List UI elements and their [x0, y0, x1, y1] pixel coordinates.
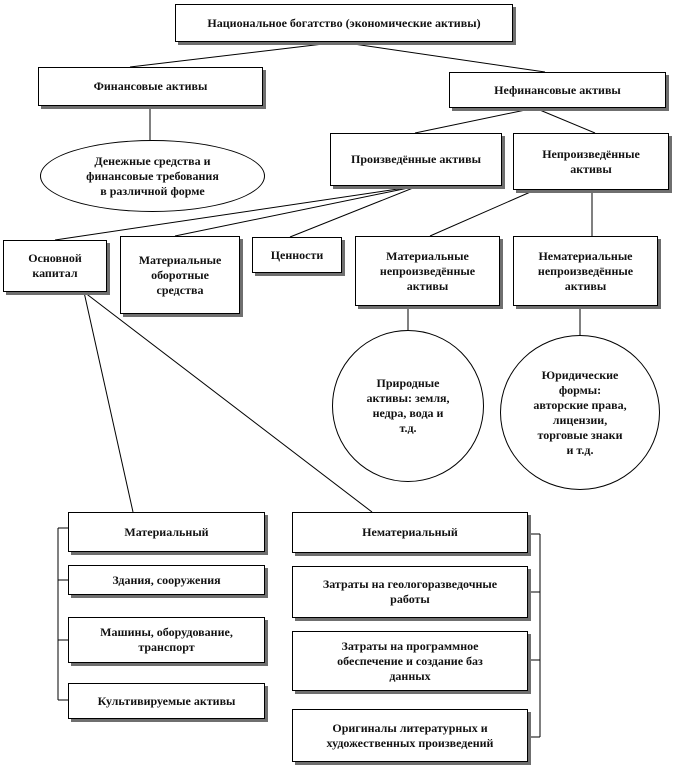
- tangible-nonproduced-box: Материальные непроизведённые активы: [355, 236, 500, 306]
- natural-assets-circle: Природные активы: земля, недра, вода и т…: [332, 330, 484, 482]
- valuables-box: Ценности: [252, 237, 342, 273]
- connector-fixed-intangible: [83, 291, 373, 513]
- machines-box: Машины, оборудование, транспорт: [68, 617, 265, 663]
- legal-forms-circle: Юридические формы: авторские права, лице…: [500, 335, 660, 490]
- connector-nonfinancial-produced: [414, 107, 536, 134]
- financial-assets-box: Финансовые активы: [38, 67, 263, 106]
- exploration-costs-box: Затраты на геологоразведочные работы: [292, 566, 528, 618]
- money-ellipse: Денежные средства и финансовые требовани…: [40, 140, 265, 212]
- connector-fixed-tangible: [83, 291, 134, 513]
- connector-produced-valuables: [289, 185, 419, 238]
- originals-box: Оригиналы литературных и художественных …: [292, 709, 528, 762]
- tangible-box: Материальный: [68, 512, 265, 552]
- connector-nonproduced-tangible: [429, 189, 536, 237]
- working-capital-box: Материальные оборотные средства: [120, 236, 240, 314]
- intangible-box: Нематериальный: [292, 512, 528, 553]
- connector-produced-fixed: [54, 185, 419, 241]
- root-box: Национальное богатство (экономические ак…: [175, 4, 513, 42]
- produced-assets-box: Произведённые активы: [330, 133, 502, 186]
- buildings-box: Здания, сооружения: [68, 565, 265, 595]
- connector-nonfinancial-nonproduced: [534, 107, 596, 134]
- connector-root-nonfinancial: [339, 41, 546, 73]
- fixed-capital-box: Основной капитал: [3, 240, 107, 292]
- connector-root-financial: [129, 41, 341, 68]
- cultivated-assets-box: Культивируемые активы: [68, 683, 265, 719]
- software-costs-box: Затраты на программное обеспечение и соз…: [292, 631, 528, 691]
- connector-produced-working: [174, 185, 419, 237]
- nonproduced-assets-box: Непроизведённые активы: [513, 133, 669, 190]
- intangible-nonproduced-box: Нематериальные непроизведённые активы: [513, 236, 658, 306]
- nonfinancial-assets-box: Нефинансовые активы: [449, 72, 666, 108]
